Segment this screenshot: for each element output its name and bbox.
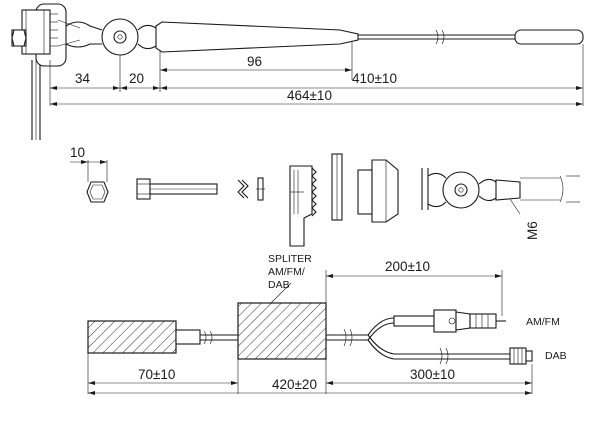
dim-20: 20 (129, 71, 144, 86)
toothed-nut (289, 165, 317, 247)
thread-label-m6: M6 (525, 221, 540, 240)
antenna-base-mount (11, 3, 81, 67)
output-label-dab: DAB (545, 350, 567, 362)
flat-washer (256, 177, 265, 201)
dab-connector (509, 347, 533, 365)
dim-200: 200±10 (385, 259, 430, 274)
dim-96: 96 (247, 54, 262, 69)
splitter-label-line2: AM/FM/ (268, 266, 305, 278)
dim-300: 300±10 (410, 367, 455, 382)
antenna-plug (87, 320, 238, 354)
swivel-joint (421, 168, 580, 215)
splitter-label-line1: SPLITER (268, 253, 312, 265)
hex-nut (70, 160, 109, 203)
output-label-amfm: AM/FM (526, 316, 560, 328)
exploded-parts: 10 (70, 145, 580, 247)
dim-410: 410±10 (352, 71, 397, 86)
splitter-cable-assembly: SPLITER AM/FM/ DAB (87, 253, 567, 395)
dim-464: 464±10 (287, 88, 332, 103)
dim-70: 70±10 (138, 367, 175, 382)
splitter-box (237, 282, 327, 360)
amfm-connector (393, 309, 506, 333)
antenna-assembly: 34 20 96 410±10 464±10 (11, 3, 584, 140)
dim-34: 34 (75, 71, 91, 86)
splitter-output-cable (326, 317, 510, 365)
dim-10: 10 (70, 145, 85, 160)
antenna-mast (155, 21, 584, 53)
mount-cap (357, 159, 399, 223)
gasket (331, 153, 343, 221)
mount-cable (31, 60, 41, 140)
dim-420: 420±20 (272, 377, 317, 392)
bolt (136, 178, 218, 200)
splitter-label-line3: DAB (268, 279, 290, 291)
antenna-joint (65, 18, 157, 56)
splitter-dimensions (87, 270, 533, 395)
lock-washer (237, 179, 249, 199)
top-dimensions (49, 42, 584, 106)
